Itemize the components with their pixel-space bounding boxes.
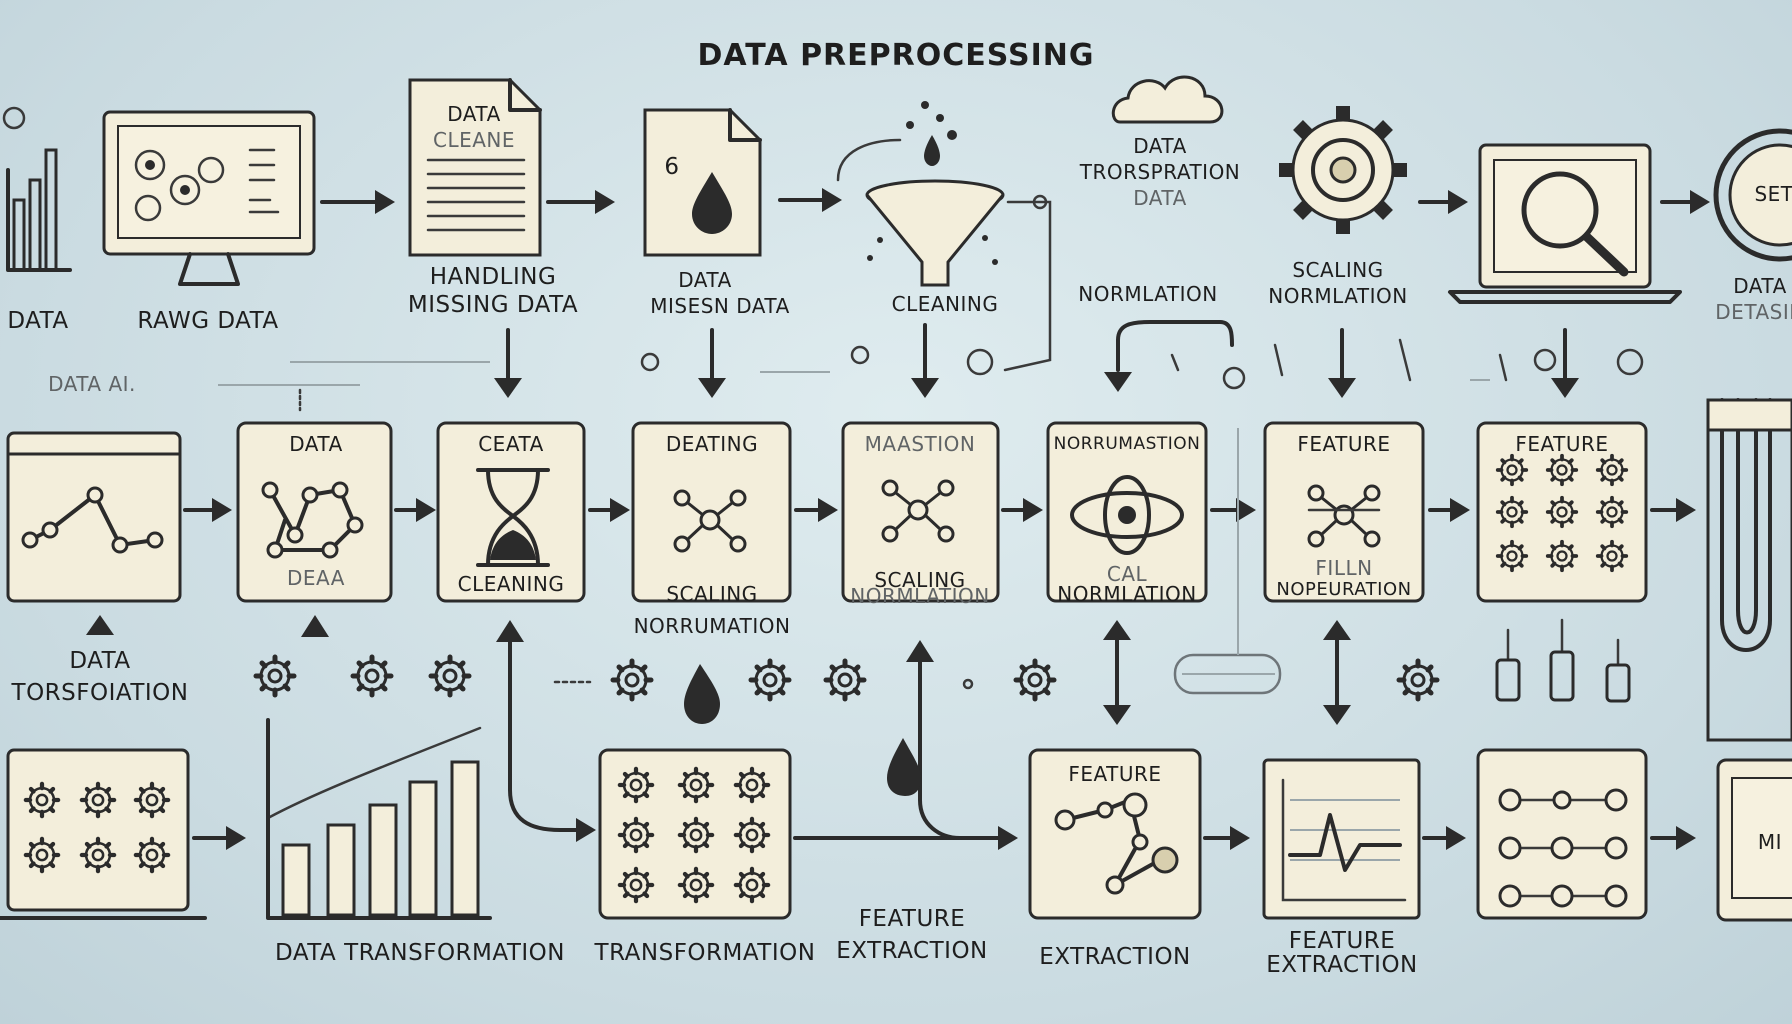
arrow-icon [1103, 620, 1351, 725]
hourglass-icon [476, 468, 550, 567]
doc-number: 6 [664, 154, 680, 180]
document-icon [408, 78, 542, 257]
dot-grid [1498, 788, 1628, 908]
label-normlation: NORMLATION [1078, 282, 1218, 306]
box-deating-normalization: NORRUMATION [633, 614, 791, 638]
network-icon [1307, 484, 1381, 548]
label-transformation: TRANSFORMATION [594, 940, 816, 966]
bar-chart-icon [2, 106, 72, 272]
process-box-chart [1262, 758, 1421, 920]
box-feature-filln: FILLN [1315, 556, 1373, 580]
label-extraction-mid: EXTRACTION [836, 938, 988, 964]
label-missing-data: MISSING DATA [407, 292, 579, 318]
box-normalization-cal: CAL [1106, 562, 1148, 586]
box-maastion-normlation: NORMLATION [850, 584, 990, 608]
box-maastion-title: MAASTION [864, 432, 976, 456]
line-chart-icon [1281, 778, 1407, 902]
label-handling: HANDLING [429, 264, 557, 290]
label-data-6: DATA [69, 648, 131, 674]
label-extraction: EXTRACTION [1039, 944, 1191, 970]
label-normlation-2: NORMLATION [1268, 284, 1408, 308]
label-data-5: DATA [1733, 274, 1787, 298]
process-box-feature [1263, 421, 1425, 603]
probe-icons [1495, 618, 1631, 703]
label-data-2: DATA [678, 268, 732, 292]
box-cleaning-caption: CLEANING [457, 572, 565, 596]
droplet-icon [887, 738, 921, 796]
tube-rack-icon [1706, 398, 1792, 742]
page-title: DATA PREPROCESSING [697, 38, 1095, 73]
box-deating-scaling: SCALING [666, 582, 758, 606]
label-trorspration: TRORSPRATION [1079, 160, 1241, 184]
bar-chart-icon [266, 718, 492, 920]
tablet-icon [1716, 758, 1792, 922]
label-extraction-right: EXTRACTION [1266, 952, 1418, 978]
atom-icon [1070, 475, 1184, 555]
laptop-gears-icon [0, 748, 207, 920]
process-box-dots [1476, 748, 1648, 920]
box-cleaning-title: CEATA [478, 432, 544, 456]
arrow-icon [793, 640, 1018, 850]
doc-text-data: DATA [447, 102, 501, 126]
connector-line [1173, 428, 1282, 695]
label-detasin: DETASIN [1715, 300, 1792, 324]
label-scaling: SCALING [1292, 258, 1384, 282]
process-box-maastion [841, 421, 1000, 603]
box-feature-title: FEATURE [1297, 432, 1391, 456]
label-rawg-data: RAWG DATA [137, 308, 279, 334]
label-misesn-data: MISESN DATA [650, 294, 790, 318]
doc-text-cleane: CLEANE [432, 128, 516, 152]
cloud-icon [1111, 75, 1224, 124]
connector-line [1003, 200, 1052, 372]
box-feature-extraction-title: FEATURE [1068, 762, 1162, 786]
magnifier-icon [1448, 143, 1682, 304]
box-feature-caption: NOPEURATION [1276, 579, 1412, 600]
droplet-icon [684, 664, 720, 724]
process-box-cleaning [436, 421, 586, 603]
arrow-icon [496, 620, 596, 842]
tablet-text: MI [1757, 830, 1783, 854]
network-icon [1054, 792, 1179, 895]
box-feature-2-title: FEATURE [1515, 432, 1609, 456]
box-maastion-scaling: SCALING [874, 568, 966, 592]
arrow-icon [494, 320, 1579, 398]
label-cleaning: CLEANING [891, 292, 999, 316]
set-badge [1713, 128, 1792, 262]
droplet-icon [692, 172, 732, 234]
label-feature-mid: FEATURE [858, 906, 966, 932]
process-box-feature-2 [1476, 421, 1648, 603]
box-normalization-caption: NORMLATION [1057, 582, 1197, 606]
label-data-transformation: DATA TRANSFORMATION [275, 940, 565, 966]
label-torsfoiation: TORSFOIATION [11, 680, 189, 706]
label-data-ai: DATA AI. [48, 372, 136, 396]
monitor-icon [102, 110, 316, 286]
label-data-3: DATA [1133, 134, 1187, 158]
sketch-icons [218, 338, 1644, 412]
box-data-caption: DEAA [287, 566, 345, 590]
process-box-feature-extraction [1028, 748, 1202, 920]
set-badge-text: SET [1754, 182, 1792, 206]
document-icon [643, 108, 762, 257]
label-feature-right: FEATURE [1288, 928, 1396, 954]
line-chart-icon [6, 431, 182, 603]
funnel-icon [836, 101, 1005, 287]
network-icon [261, 481, 364, 559]
gear-icon [1279, 106, 1407, 234]
label-data: DATA [7, 308, 69, 334]
box-deating-title: DEATING [665, 432, 759, 456]
label-data-4: DATA [1133, 186, 1187, 210]
box-data-title: DATA [289, 432, 343, 456]
box-normalization-title: NORRUMASTION [1053, 434, 1201, 454]
